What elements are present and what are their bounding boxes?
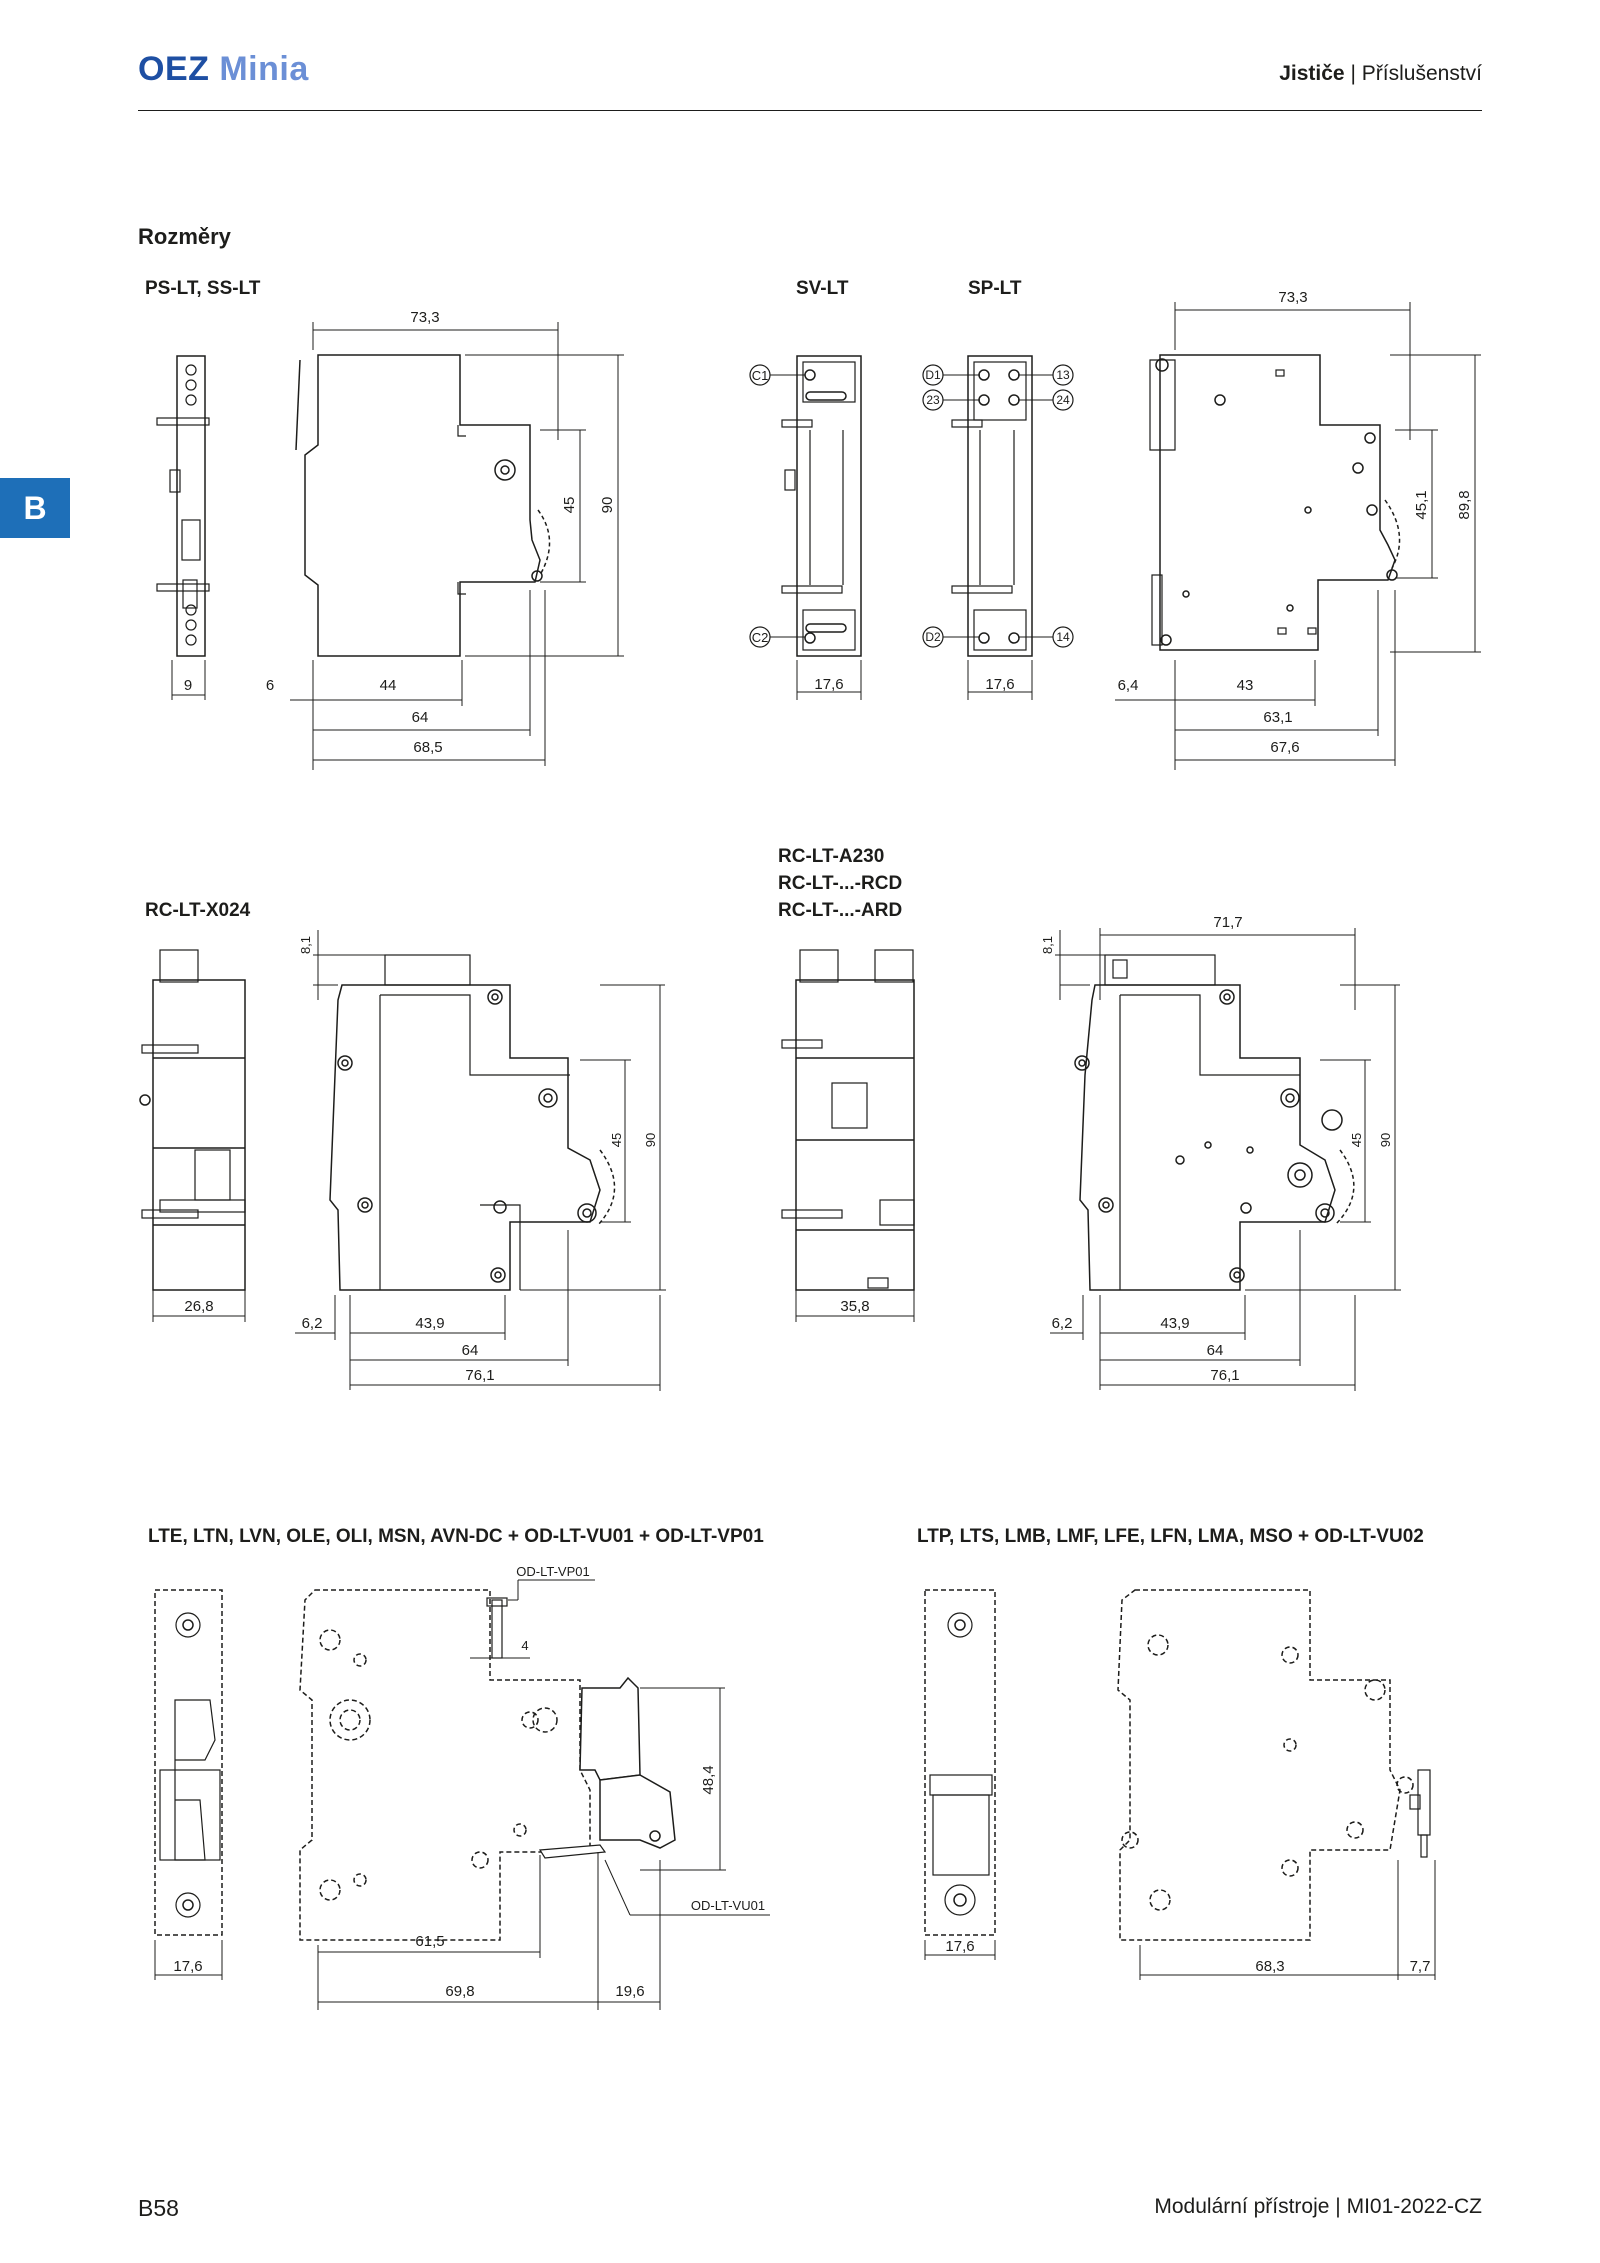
footer-doc: Modulární přístroje | MI01-2022-CZ bbox=[1154, 2195, 1482, 2219]
label-sp-lt: SP-LT bbox=[968, 278, 1022, 299]
dim-8-1: 8,1 bbox=[298, 936, 313, 954]
od-lt-vu02 bbox=[1409, 1769, 1431, 1858]
brand-sub: Minia bbox=[219, 50, 309, 88]
brand-logo: OEZ Minia bbox=[138, 50, 309, 89]
dim-6-2: 6,2 bbox=[302, 1315, 323, 1332]
terminal-23: 23 bbox=[926, 393, 940, 407]
ltp-side-view bbox=[924, 1589, 996, 1936]
terminal-14: 14 bbox=[1056, 630, 1070, 644]
dim-6: 6 bbox=[266, 677, 274, 694]
dim-6-2-a230: 6,2 bbox=[1052, 1315, 1073, 1332]
dim-43-9: 43,9 bbox=[415, 1315, 444, 1332]
dim-71-7: 71,7 bbox=[1213, 914, 1242, 931]
dim-90-rc: 90 bbox=[643, 1133, 658, 1147]
label-rc-rcd: RC-LT-...-RCD bbox=[778, 873, 903, 894]
dim-17-6-sp: 17,6 bbox=[985, 676, 1014, 693]
dim-73-3: 73,3 bbox=[410, 309, 439, 326]
dim-17-6-sv: 17,6 bbox=[814, 676, 843, 693]
header-divider bbox=[138, 110, 1482, 111]
dim-68-5: 68,5 bbox=[413, 739, 442, 756]
terminal-d2: D2 bbox=[925, 630, 941, 644]
label-ltp-group: LTP, LTS, LMB, LMF, LFE, LFN, LMA, MSO +… bbox=[917, 1526, 1424, 1547]
dim-61-5: 61,5 bbox=[415, 1933, 444, 1950]
dim-43-9-a230: 43,9 bbox=[1160, 1315, 1189, 1332]
dim-64-rc: 64 bbox=[462, 1342, 479, 1359]
dim-6-4: 6,4 bbox=[1118, 677, 1139, 694]
dim-48-4: 48,4 bbox=[700, 1765, 717, 1794]
terminal-c1: C1 bbox=[752, 368, 769, 383]
dim-26-8: 26,8 bbox=[184, 1298, 213, 1315]
footer-doc-code: MI01-2022-CZ bbox=[1346, 2195, 1482, 2218]
header-subcategory: Příslušenství bbox=[1361, 62, 1482, 85]
section-title: Rozměry bbox=[138, 224, 231, 249]
header-separator: | bbox=[1350, 62, 1356, 85]
dim-73-3-sp: 73,3 bbox=[1278, 289, 1307, 306]
sp-lt-view bbox=[922, 355, 1074, 657]
terminal-c2: C2 bbox=[752, 630, 769, 645]
label-od-lt-vu01: OD-LT-VU01 bbox=[691, 1898, 765, 1913]
lte-side-view bbox=[154, 1589, 223, 1936]
label-rc-x024: RC-LT-X024 bbox=[145, 900, 251, 921]
side-tab: B bbox=[0, 478, 70, 538]
rc-a230-front-view bbox=[1074, 954, 1355, 1291]
ps-lt-dimensions bbox=[171, 322, 624, 770]
dim-17-6-ltp: 17,6 bbox=[945, 1938, 974, 1955]
dim-4: 4 bbox=[521, 1638, 528, 1653]
header-category: Jističe bbox=[1279, 62, 1345, 85]
dim-64-a230: 64 bbox=[1207, 1342, 1224, 1359]
dim-9: 9 bbox=[184, 677, 192, 694]
ps-lt-side-view bbox=[156, 355, 210, 657]
label-rc-a230: RC-LT-A230 bbox=[778, 846, 885, 867]
dim-69-8: 69,8 bbox=[445, 1983, 474, 2000]
dim-45-rc: 45 bbox=[609, 1133, 624, 1147]
ps-lt-front-view bbox=[295, 354, 551, 657]
dim-76-1: 76,1 bbox=[465, 1367, 494, 1384]
lte-side-details bbox=[159, 1612, 221, 1918]
page-number: B58 bbox=[138, 2195, 179, 2221]
header-breadcrumb: Jističe | Příslušenství bbox=[1279, 62, 1482, 86]
dim-63-1: 63,1 bbox=[1263, 709, 1292, 726]
rc-a230-side-view bbox=[781, 949, 915, 1291]
footer-separator: | bbox=[1335, 2195, 1341, 2218]
label-od-lt-vp01: OD-LT-VP01 bbox=[516, 1564, 589, 1579]
dim-89-8: 89,8 bbox=[1456, 490, 1473, 519]
label-lte-group: LTE, LTN, LVN, OLE, OLI, MSN, AVN-DC + O… bbox=[148, 1526, 764, 1547]
label-sv-lt: SV-LT bbox=[796, 278, 849, 299]
label-rc-ard: RC-LT-...-ARD bbox=[778, 900, 903, 921]
footer-doc-title: Modulární přístroje bbox=[1154, 2195, 1330, 2218]
dim-7-7: 7,7 bbox=[1410, 1958, 1431, 1975]
dim-45: 45 bbox=[561, 497, 578, 514]
lte-front-view bbox=[299, 1589, 591, 1941]
dim-90-a230: 90 bbox=[1378, 1133, 1393, 1147]
sv-lt-view bbox=[749, 355, 862, 657]
terminal-d1: D1 bbox=[925, 368, 941, 382]
sp-lt-front-view bbox=[1149, 354, 1401, 651]
dim-45-a230: 45 bbox=[1349, 1133, 1364, 1147]
dim-68-3: 68,3 bbox=[1255, 1958, 1284, 1975]
dim-90: 90 bbox=[599, 497, 616, 514]
terminal-13: 13 bbox=[1056, 368, 1070, 382]
rc-x024-side-view bbox=[139, 949, 246, 1291]
dim-76-1-a230: 76,1 bbox=[1210, 1367, 1239, 1384]
terminal-24: 24 bbox=[1056, 393, 1070, 407]
dim-45-1: 45,1 bbox=[1413, 490, 1430, 519]
dim-44: 44 bbox=[380, 677, 397, 694]
dim-19-6: 19,6 bbox=[615, 1983, 644, 2000]
label-ps-lt: PS-LT, SS-LT bbox=[145, 278, 261, 299]
dim-17-6-lte: 17,6 bbox=[173, 1958, 202, 1975]
brand-main: OEZ bbox=[138, 50, 210, 88]
rc-x024-front-view bbox=[329, 954, 616, 1291]
od-lt-vu01 bbox=[538, 1676, 676, 1859]
ltp-front-view bbox=[1117, 1589, 1414, 1941]
od-lt-vp01 bbox=[486, 1597, 508, 1659]
dim-64: 64 bbox=[412, 709, 429, 726]
ltp-side-details bbox=[929, 1612, 993, 1916]
dim-8-1-a230: 8,1 bbox=[1040, 936, 1055, 954]
dim-67-6: 67,6 bbox=[1270, 739, 1299, 756]
dim-35-8: 35,8 bbox=[840, 1298, 869, 1315]
dim-43: 43 bbox=[1237, 677, 1254, 694]
